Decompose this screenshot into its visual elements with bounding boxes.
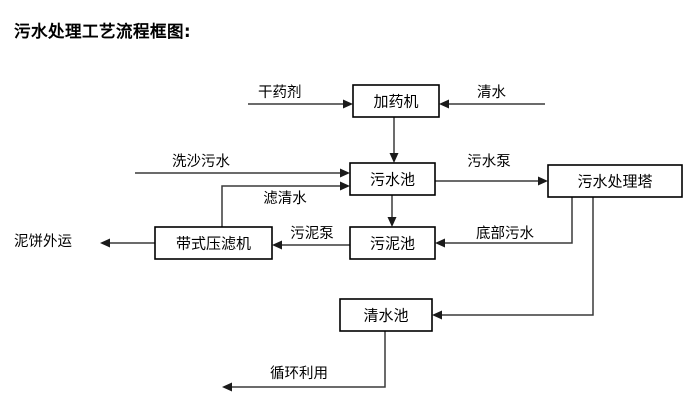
page-title: 污水处理工艺流程框图: bbox=[14, 22, 192, 41]
node-label-sludge-pool: 污泥池 bbox=[370, 235, 415, 253]
node-treatment-tower[interactable]: 污水处理塔 bbox=[547, 164, 683, 198]
edge-filtrate-to-wastewater-pool: 滤清水 bbox=[221, 181, 350, 227]
edge-label-sludge-pump: 污泥泵 bbox=[290, 225, 334, 242]
node-box[interactable] bbox=[547, 164, 683, 198]
arrow-head-icon bbox=[100, 238, 110, 248]
edge-sludge-pool-to-press: 污泥泵 bbox=[272, 225, 350, 250]
node-box[interactable] bbox=[349, 162, 436, 196]
edge-wastewater-pool-to-sludge bbox=[387, 195, 397, 227]
node-label-clean-water-pool: 清水池 bbox=[363, 307, 408, 325]
edge-clean-water-to-dosing bbox=[439, 99, 545, 109]
arrow-head-icon bbox=[538, 176, 548, 186]
node-clean-water-pool[interactable]: 清水池 bbox=[339, 298, 433, 332]
node-box[interactable] bbox=[349, 226, 436, 260]
node-box[interactable] bbox=[352, 84, 440, 118]
terminal-label-sand-wash-water: 洗沙污水 bbox=[172, 153, 230, 170]
node-wastewater-pool[interactable]: 污水池 bbox=[349, 162, 436, 196]
edge-wastewater-pool-to-tower: 污水泵 bbox=[435, 153, 548, 186]
edge-line bbox=[221, 185, 342, 227]
edge-dosing-to-wastewater-pool bbox=[389, 117, 399, 163]
edge-tower-to-sludge-pool: 底部污水 bbox=[435, 197, 573, 248]
edge-press-to-mud-cake bbox=[100, 238, 155, 248]
node-label-belt-filter-press: 带式压滤机 bbox=[176, 235, 251, 253]
edge-label-bottom-sewage: 底部污水 bbox=[476, 225, 534, 242]
arrow-head-icon bbox=[439, 99, 449, 109]
arrow-head-icon bbox=[389, 153, 399, 163]
arrow-head-icon bbox=[340, 168, 350, 178]
terminal-label-clean-water-input: 清水 bbox=[477, 84, 506, 101]
node-belt-filter-press[interactable]: 带式压滤机 bbox=[154, 226, 273, 260]
edge-label-wastewater-pump: 污水泵 bbox=[467, 153, 511, 170]
terminal-label-mud-cake-transport: 泥饼外运 bbox=[14, 233, 72, 250]
node-dosing-machine[interactable]: 加药机 bbox=[352, 84, 440, 118]
node-label-wastewater-pool: 污水池 bbox=[370, 171, 415, 189]
node-box[interactable] bbox=[154, 226, 273, 260]
arrow-head-icon bbox=[272, 240, 282, 250]
edge-line bbox=[440, 197, 594, 316]
edge-dry-chemical-to-dosing bbox=[248, 99, 353, 109]
arrow-head-icon bbox=[387, 217, 397, 227]
terminal-label-dry-chemical: 干药剂 bbox=[258, 84, 302, 101]
edge-line bbox=[230, 331, 386, 388]
edge-tower-to-clean-water-pool bbox=[432, 197, 594, 320]
arrow-head-icon bbox=[340, 181, 350, 191]
arrow-head-icon bbox=[222, 382, 232, 392]
edge-label-filtrate: 滤清水 bbox=[263, 190, 307, 207]
arrow-head-icon bbox=[432, 310, 442, 320]
arrow-head-icon bbox=[435, 238, 445, 248]
node-label-treatment-tower: 污水处理塔 bbox=[577, 173, 652, 191]
node-box[interactable] bbox=[339, 298, 433, 332]
arrow-head-icon bbox=[343, 99, 353, 109]
node-sludge-pool[interactable]: 污泥池 bbox=[349, 226, 436, 260]
node-label-dosing-machine: 加药机 bbox=[373, 93, 418, 111]
edge-line bbox=[443, 197, 573, 244]
edge-sandwash-to-wastewater-pool bbox=[135, 168, 350, 178]
edge-clean-water-pool-to-recycling: 循环利用 bbox=[222, 331, 386, 392]
edge-label-recycling: 循环利用 bbox=[270, 365, 328, 382]
